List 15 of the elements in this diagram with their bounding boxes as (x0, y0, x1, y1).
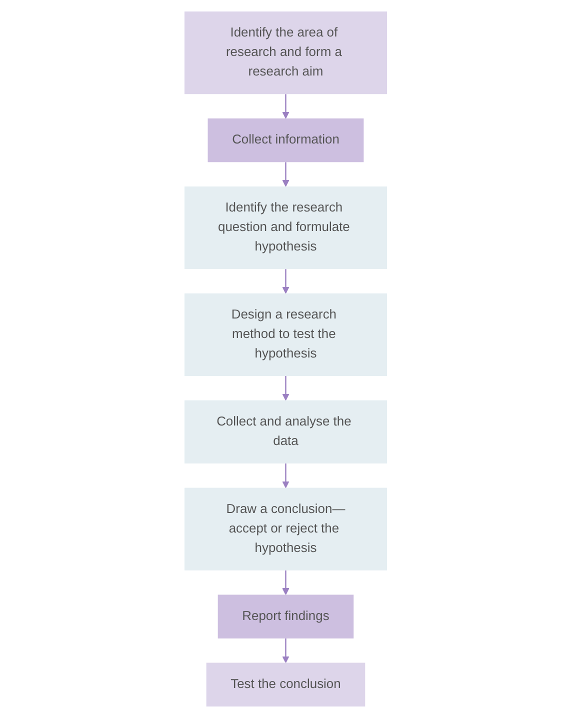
node-box: Identify the area of research and form a research aim (184, 12, 387, 94)
arrow (282, 638, 290, 664)
node-box: Draw a conclusion—accept or reject the hypothesis (184, 488, 387, 570)
arrow (282, 94, 290, 119)
node-box: Collect information (208, 118, 364, 162)
arrow (282, 376, 290, 401)
node-box: Report findings (218, 594, 354, 638)
node-box: Collect and analyse the data (184, 400, 387, 464)
node-box: Test the conclusion (206, 662, 365, 706)
node-box: Identify the research question and formulate hypothesis (184, 186, 387, 270)
arrow (282, 464, 290, 488)
arrow (282, 269, 290, 294)
arrow (282, 570, 290, 596)
arrow (282, 162, 290, 187)
node-box: Design a research method to test the hypothesis (184, 293, 387, 376)
